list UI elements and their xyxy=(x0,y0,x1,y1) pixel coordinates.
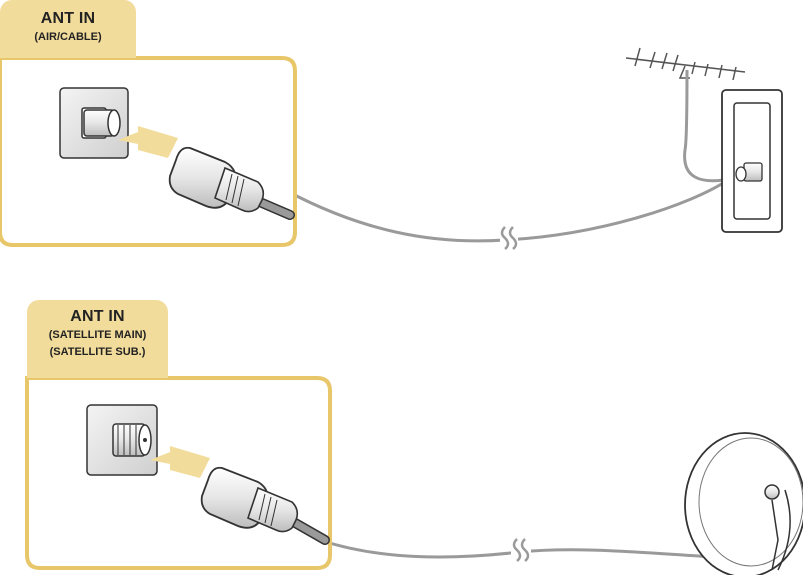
tab-title: ANT IN xyxy=(0,10,136,28)
top-connection-group xyxy=(0,48,782,250)
bottom-cable-break-icon xyxy=(511,539,531,562)
top-cable-break-icon xyxy=(500,227,518,250)
satellite-dish-icon xyxy=(685,433,803,575)
ant-in-satellite-label: ANT IN (SATELLITE MAIN) (SATELLITE SUB.) xyxy=(27,300,168,378)
bottom-connection-group xyxy=(27,378,803,575)
tab-subtitle-main: (SATELLITE MAIN) xyxy=(27,328,168,343)
top-tv-socket xyxy=(60,88,128,158)
wall-outlet-icon xyxy=(722,90,782,232)
ant-in-air-cable-label: ANT IN (AIR/CABLE) xyxy=(0,0,136,58)
tab-title: ANT IN xyxy=(27,308,168,326)
tab-subtitle-sub: (SATELLITE SUB.) xyxy=(27,345,168,360)
tab-subtitle: (AIR/CABLE) xyxy=(0,30,136,45)
bottom-panel-frame xyxy=(27,378,330,568)
bottom-tv-socket xyxy=(87,405,157,475)
